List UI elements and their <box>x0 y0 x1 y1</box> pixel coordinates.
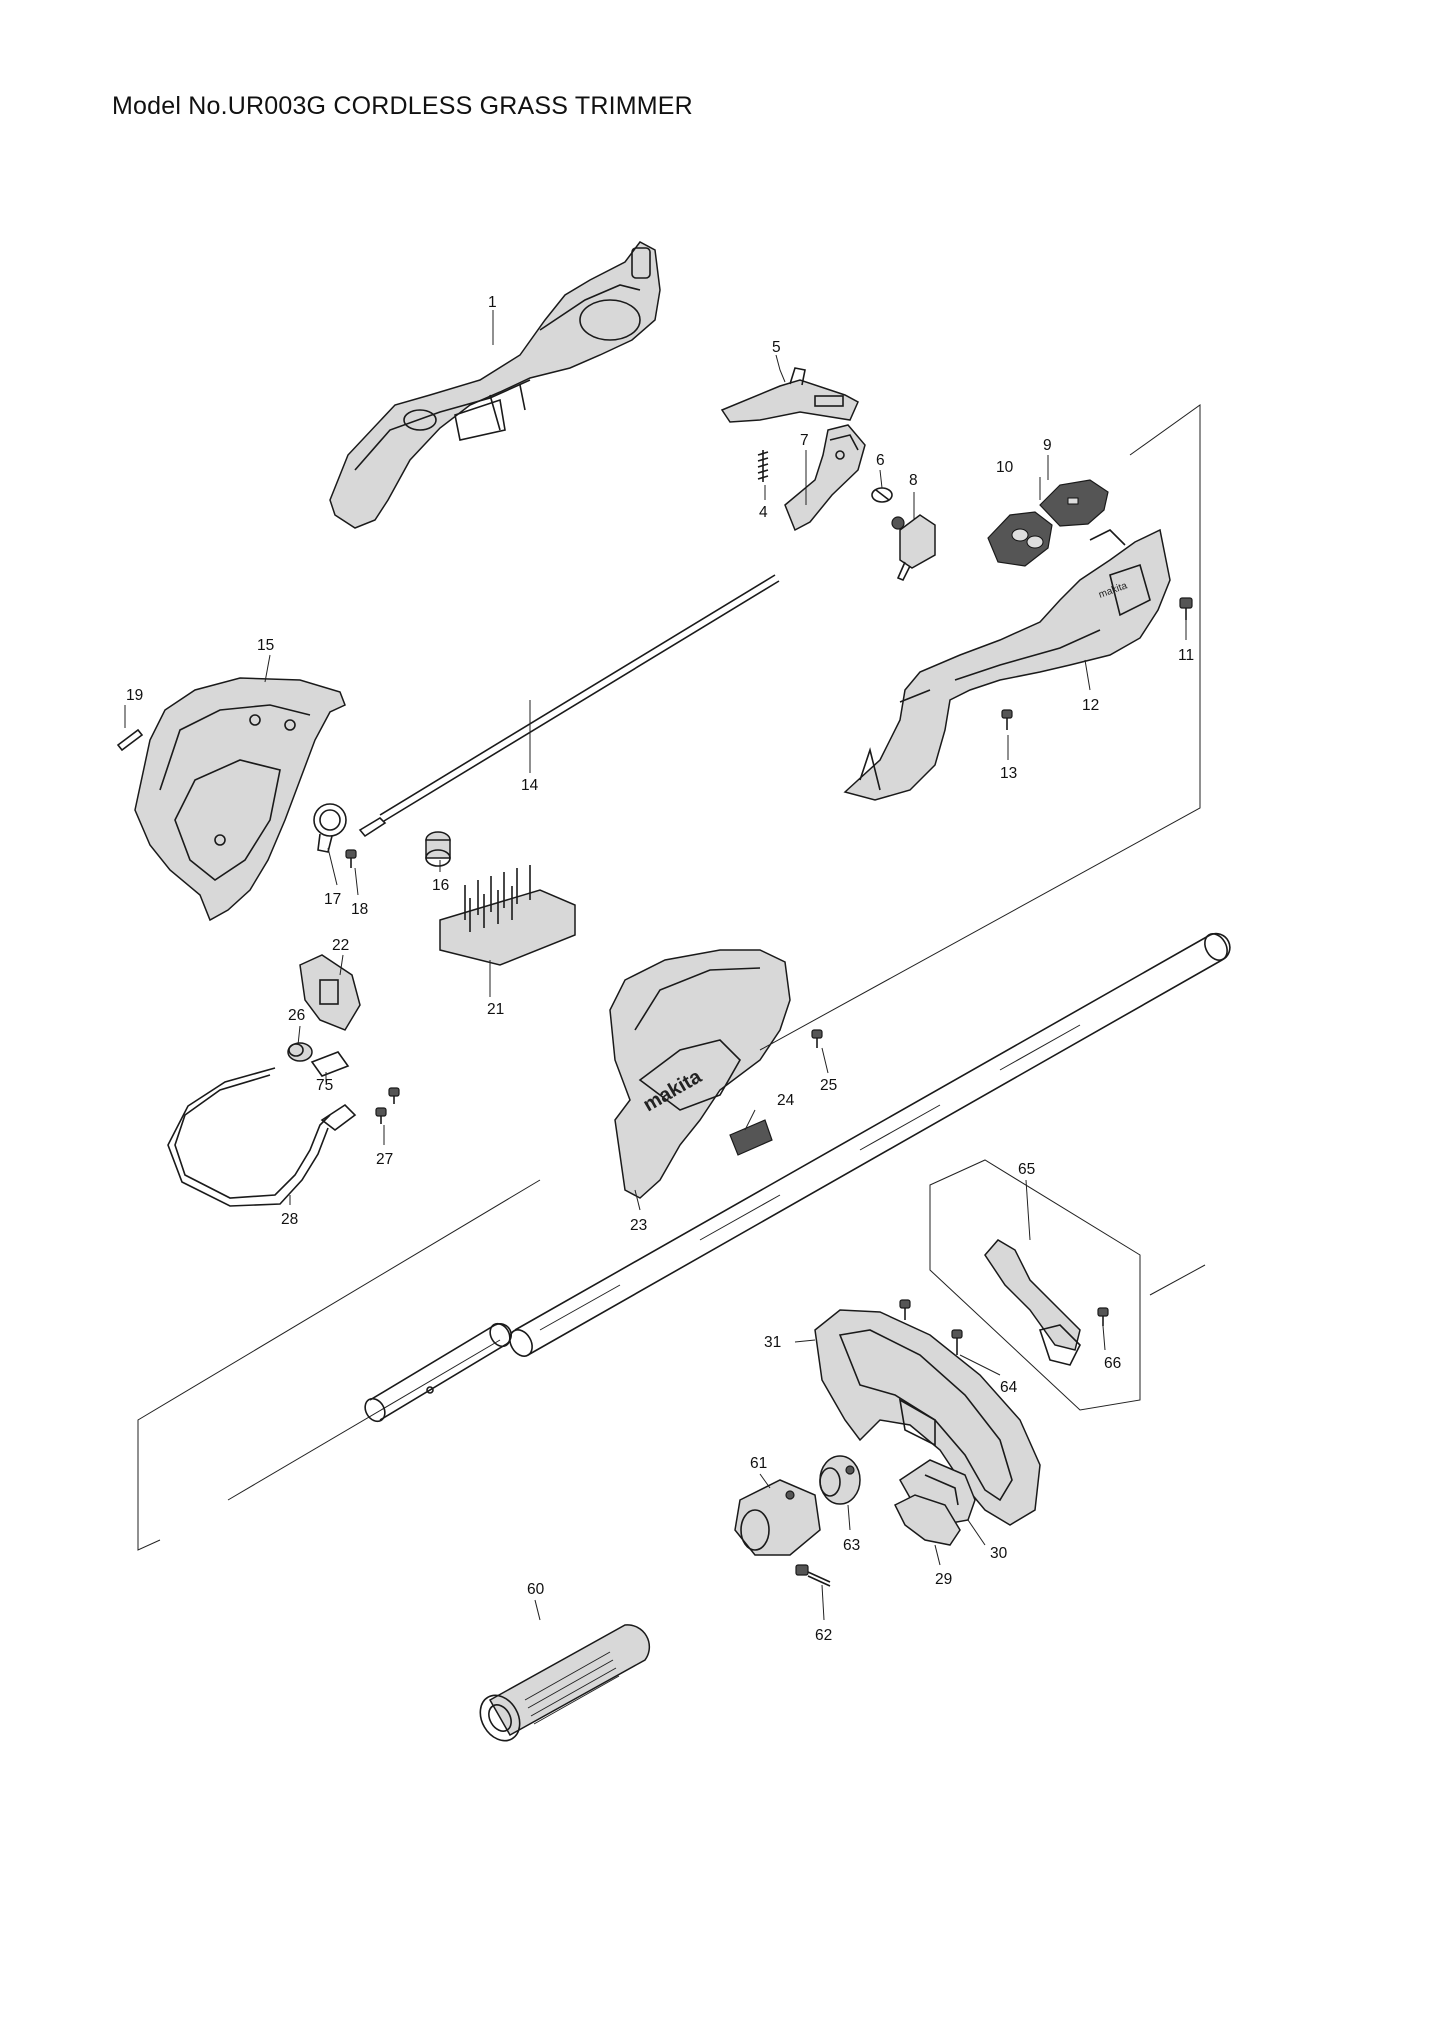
part-63-sleeve <box>819 1455 861 1505</box>
part-7-trigger <box>784 424 866 532</box>
label-10: 10 <box>996 459 1014 476</box>
part-23-battery-housing: makita <box>609 949 791 1199</box>
label-64: 64 <box>1000 1379 1018 1396</box>
label-29: 29 <box>935 1571 952 1588</box>
part-31-front-handle <box>814 1309 1041 1526</box>
label-60: 60 <box>527 1581 545 1598</box>
part-27-screws <box>375 1087 400 1124</box>
frame-65 <box>929 1159 1206 1411</box>
part-9-switch-cover <box>1039 479 1109 527</box>
part-1-housing <box>329 241 661 529</box>
label-18: 18 <box>351 901 368 918</box>
part-11-screw <box>1179 597 1193 620</box>
page-title: Model No.UR003G CORDLESS GRASS TRIMMER <box>112 92 693 120</box>
part-12-handle-half: makita <box>843 528 1171 801</box>
label-17: 17 <box>324 891 341 908</box>
part-15-cover <box>134 677 346 922</box>
label-15: 15 <box>257 637 274 654</box>
part-16-sleeve <box>425 831 451 867</box>
label-9: 9 <box>1043 437 1052 454</box>
label-6: 6 <box>876 452 885 469</box>
part-10-button-cover <box>987 511 1053 567</box>
label-27: 27 <box>376 1151 393 1168</box>
part-5-lever <box>720 367 859 423</box>
part-8-switch <box>891 514 936 582</box>
label-61: 61 <box>750 1455 767 1472</box>
part-60-grip <box>479 1624 651 1742</box>
label-31: 31 <box>764 1334 781 1351</box>
part-75-label <box>310 1051 350 1077</box>
shaft-pipe-lower <box>364 1322 512 1423</box>
label-11: 11 <box>1178 647 1194 664</box>
part-labels: 1 4 5 6 7 8 9 10 11 12 13 14 15 16 17 18… <box>126 294 1194 1644</box>
part-17-clamp <box>313 803 347 853</box>
part-6-ring <box>871 487 893 503</box>
shaft-pipe-upper <box>509 932 1231 1357</box>
part-19-pin <box>116 728 144 752</box>
label-5: 5 <box>772 339 781 356</box>
label-4: 4 <box>759 504 768 521</box>
frame-right <box>759 404 1201 1051</box>
part-64-screws <box>899 1299 963 1355</box>
part-62-screw <box>795 1564 831 1587</box>
label-14: 14 <box>521 777 539 794</box>
label-62: 62 <box>815 1627 832 1644</box>
label-30: 30 <box>990 1545 1008 1562</box>
label-19: 19 <box>126 687 143 704</box>
label-22: 22 <box>332 937 349 954</box>
part-22-plate <box>299 954 361 1031</box>
frame-left <box>137 1179 541 1551</box>
label-7: 7 <box>800 432 809 449</box>
label-13: 13 <box>1000 765 1017 782</box>
label-25: 25 <box>820 1077 837 1094</box>
part-66-screw <box>1097 1307 1109 1326</box>
label-8: 8 <box>909 472 918 489</box>
part-18-screw <box>345 849 357 868</box>
label-66: 66 <box>1104 1355 1121 1372</box>
label-16: 16 <box>432 877 449 894</box>
label-12: 12 <box>1082 697 1099 714</box>
part-21-connector <box>439 865 576 966</box>
label-75: 75 <box>316 1077 333 1094</box>
part-61-joint <box>734 1479 821 1556</box>
label-65: 65 <box>1018 1161 1035 1178</box>
label-28: 28 <box>281 1211 298 1228</box>
part-4-spring <box>757 450 769 482</box>
label-24: 24 <box>777 1092 795 1109</box>
label-1: 1 <box>488 294 497 311</box>
part-28-loop-handle <box>167 1067 357 1207</box>
part-29-clamp <box>893 1494 961 1546</box>
label-23: 23 <box>630 1217 647 1234</box>
part-14-shaft <box>358 574 780 838</box>
label-21: 21 <box>487 1001 504 1018</box>
part-26-cap <box>287 1042 313 1062</box>
label-26: 26 <box>288 1007 305 1024</box>
part-24-label <box>729 1119 773 1156</box>
part-25-screw <box>811 1029 823 1048</box>
part-65-lever <box>984 1239 1081 1366</box>
leader-lines <box>124 310 1187 1621</box>
part-13-screw <box>1001 709 1013 730</box>
label-63: 63 <box>843 1537 860 1554</box>
